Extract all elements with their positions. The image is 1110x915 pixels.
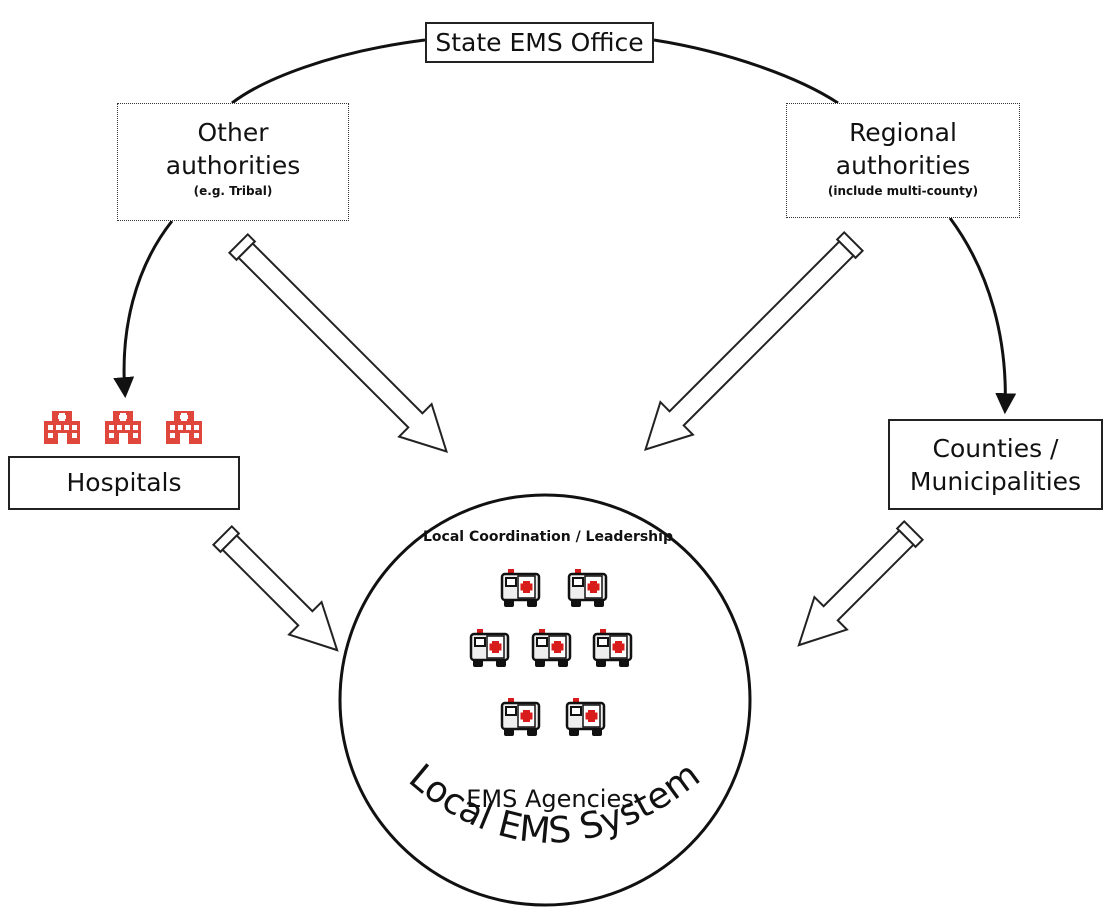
block-arrow-counties-to-system — [797, 519, 925, 647]
counties-municipalities-box: Counties / Municipalities — [888, 419, 1103, 510]
arrow-regional-to-counties — [948, 217, 1017, 415]
regional-authorities-box: Regional authorities (include multi-coun… — [786, 103, 1020, 218]
counties-label-line1: Counties / — [932, 434, 1059, 463]
other-authorities-box: Other authorities (e.g. Tribal) — [117, 103, 349, 221]
regional-authorities-note: (include multi-county) — [827, 184, 979, 198]
arc-state-to-other — [231, 38, 426, 105]
hospital-icon — [166, 411, 202, 444]
other-authorities-title-line2: authorities — [165, 151, 301, 180]
hospital-icon — [44, 411, 80, 444]
state-ems-office-box: State EMS Office — [425, 22, 654, 63]
state-ems-office-label: State EMS Office — [435, 28, 644, 57]
local-coordination-label: Local Coordination / Leadership — [423, 529, 673, 545]
arc-state-to-regional — [653, 38, 839, 105]
local-ems-system-circle — [338, 493, 752, 907]
counties-label-line2: Municipalities — [909, 467, 1082, 496]
other-authorities-title-line1: Other — [197, 118, 269, 147]
hospital-icon — [105, 411, 141, 444]
block-arrow-hospitals-to-system — [211, 524, 339, 652]
hospitals-box: Hospitals — [8, 456, 240, 510]
arrow-other-to-hospitals — [113, 220, 174, 399]
block-arrow-regional-to-system — [643, 230, 865, 452]
block-arrow-other-to-system — [227, 232, 449, 454]
hospitals-label: Hospitals — [66, 468, 182, 497]
other-authorities-note: (e.g. Tribal) — [193, 184, 273, 198]
regional-authorities-title-line1: Regional — [849, 118, 957, 147]
ems-agencies-label: EMS Agencies — [466, 785, 634, 813]
regional-authorities-title-line2: authorities — [835, 151, 971, 180]
